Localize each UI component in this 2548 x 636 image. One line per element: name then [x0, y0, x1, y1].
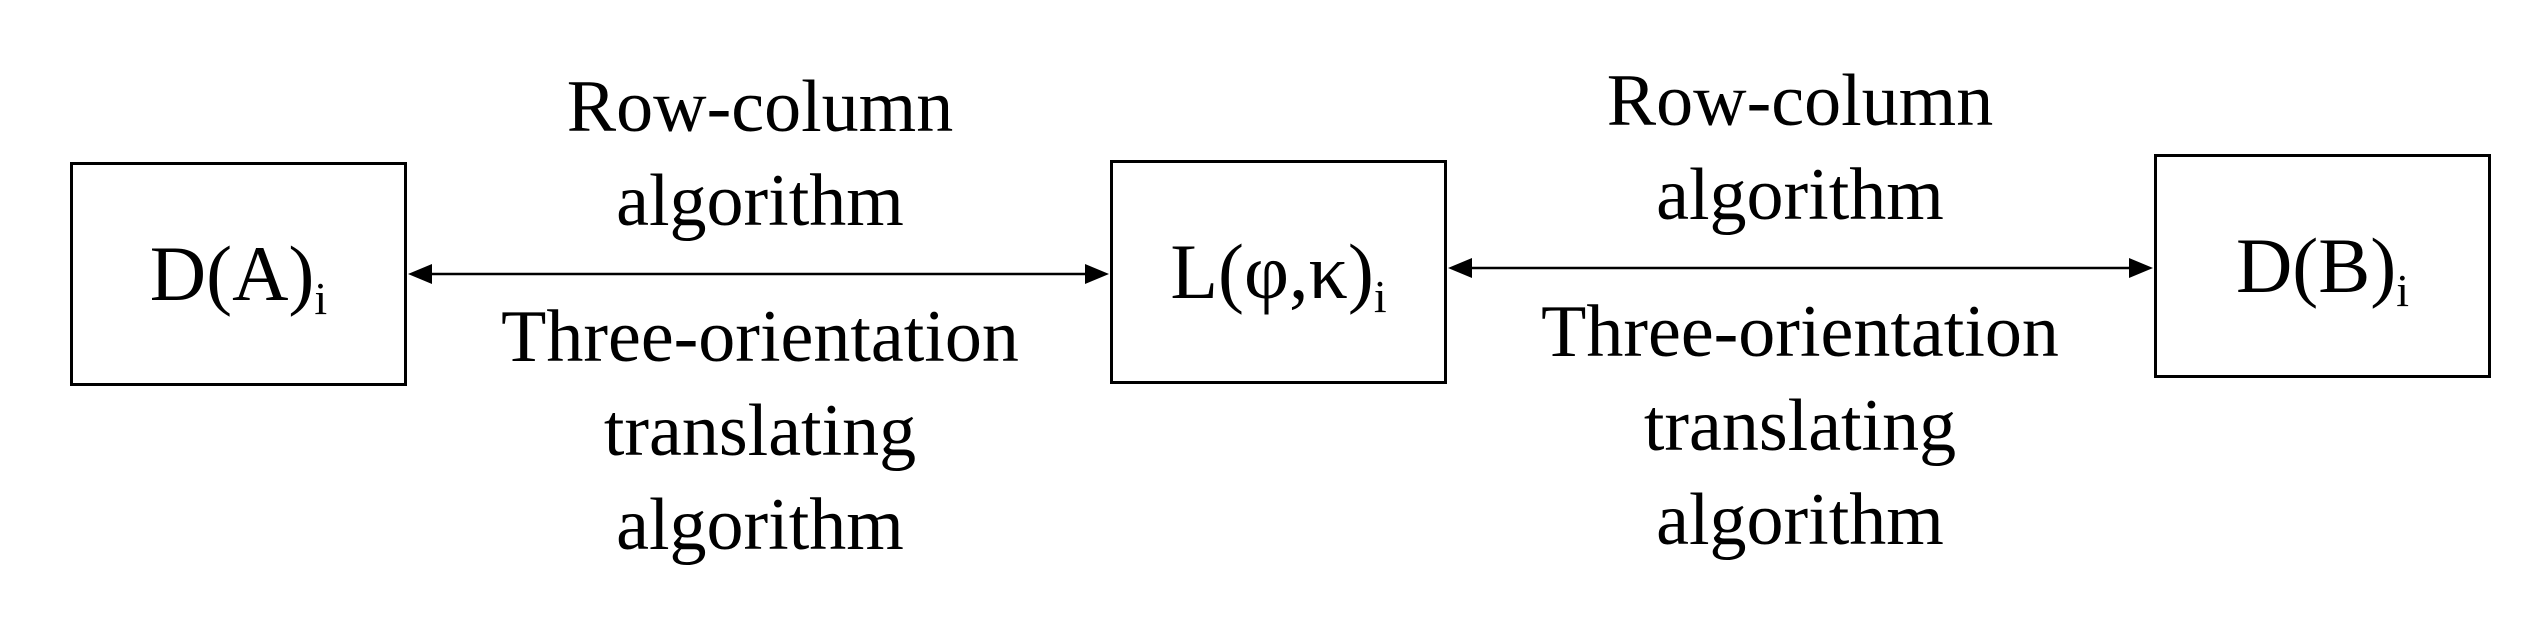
edge-left-top-label: Row-column algorithm — [420, 60, 1100, 248]
node-l-phi-kappa: L(φ,κ)i — [1110, 160, 1447, 384]
arrowhead-right-start — [1448, 258, 1472, 278]
arrow-left-bidirectional — [408, 264, 1109, 284]
arrowhead-left-end — [1085, 264, 1109, 284]
node-d-a: D(A)i — [70, 162, 407, 386]
arrowhead-left-start — [408, 264, 432, 284]
edge-right-bottom-line-2: translating — [1643, 385, 1957, 467]
edge-left-top-line-1: Row-column — [566, 66, 954, 148]
edge-left-bottom-line-1: Three-orientation — [501, 296, 1019, 378]
edge-left-bottom-line-2: translating — [603, 390, 917, 472]
node-d-b-label: D(B)i — [2235, 222, 2410, 316]
arrowhead-right-end — [2129, 258, 2153, 278]
edge-right-top-line-2: algorithm — [1656, 154, 1944, 236]
edge-left-bottom-label: Three-orientation translating algorithm — [420, 290, 1100, 572]
edge-right-top-line-1: Row-column — [1606, 60, 1994, 142]
node-l-label: L(φ,κ)i — [1170, 228, 1387, 322]
edge-left-bottom-line-3: algorithm — [616, 484, 904, 566]
arrow-right-bidirectional — [1448, 258, 2153, 278]
edge-left-top-line-2: algorithm — [616, 160, 904, 242]
edge-right-bottom-line-3: algorithm — [1656, 479, 1944, 561]
edge-right-bottom-label: Three-orientation translating algorithm — [1455, 285, 2145, 567]
edge-right-top-label: Row-column algorithm — [1455, 54, 2145, 242]
edge-right-bottom-line-1: Three-orientation — [1541, 291, 2059, 373]
node-d-b: D(B)i — [2154, 154, 2491, 378]
node-d-a-label: D(A)i — [149, 230, 328, 324]
